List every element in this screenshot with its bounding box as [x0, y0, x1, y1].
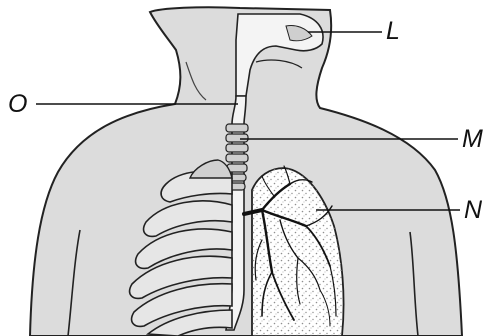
label-l: L [386, 19, 400, 44]
label-n: N [464, 198, 482, 223]
label-o: O [8, 92, 27, 117]
label-m: M [462, 127, 483, 152]
